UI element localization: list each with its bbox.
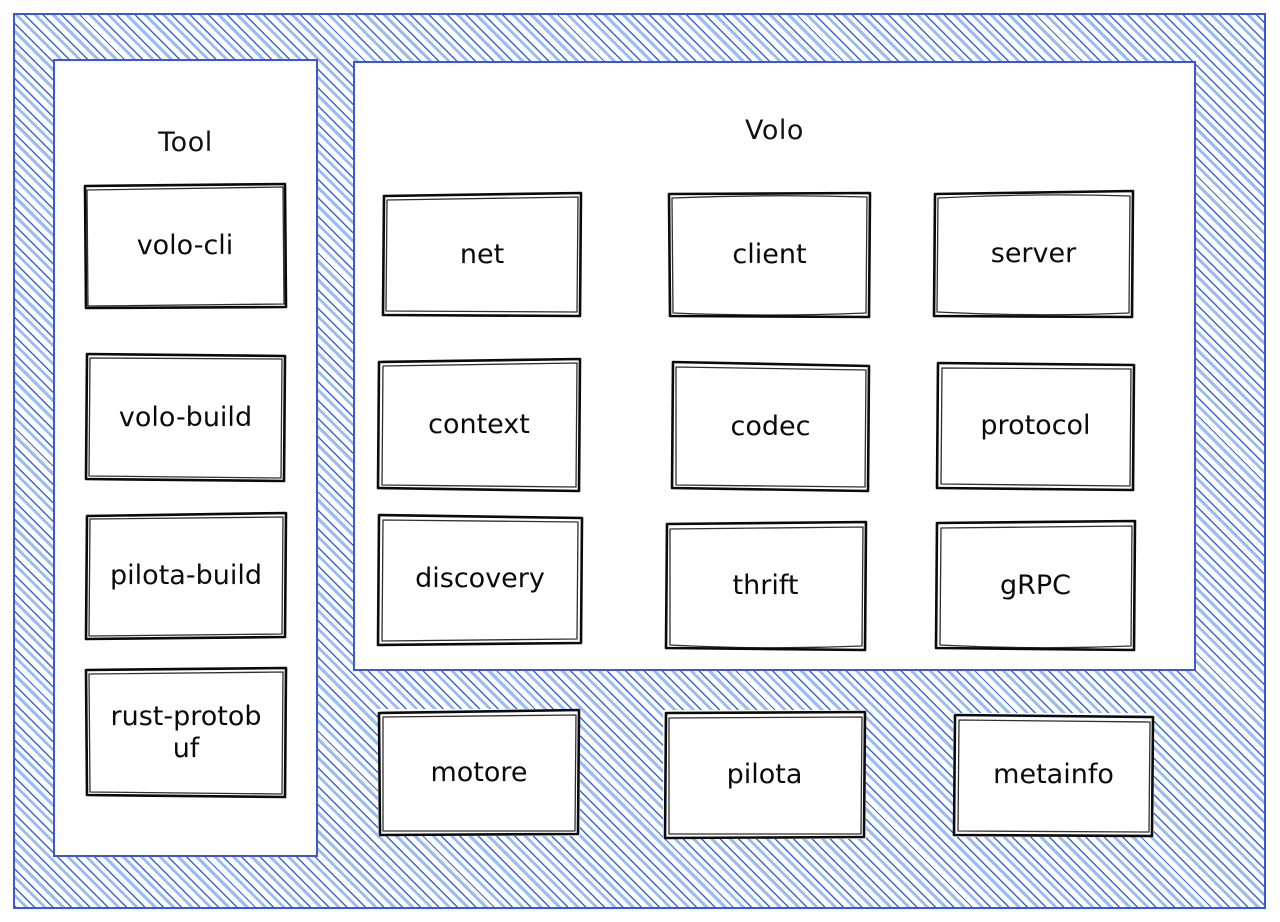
node-grpc[interactable]: gRPC <box>933 517 1138 654</box>
node-rust-protobuf-fill <box>85 667 287 799</box>
node-pilota-build[interactable]: pilota-build <box>83 510 289 642</box>
node-server[interactable]: server <box>931 188 1136 320</box>
node-volo-build-fill <box>85 352 286 483</box>
node-server-fill <box>933 190 1134 318</box>
node-pilota-build-fill <box>85 512 287 640</box>
node-server-outline <box>932 189 1135 319</box>
node-protocol-outline <box>935 361 1136 492</box>
node-motore[interactable]: motore <box>376 707 582 838</box>
node-thrift[interactable]: thrift <box>662 518 869 654</box>
node-grpc-label: gRPC <box>999 569 1072 601</box>
node-volo-build-outline <box>84 352 287 483</box>
node-metainfo-outline <box>952 713 1155 838</box>
node-net[interactable]: net <box>380 190 584 319</box>
node-server-label: server <box>990 238 1077 270</box>
node-context-fill <box>377 357 581 493</box>
node-volo-cli-outline <box>83 182 288 310</box>
node-client-fill <box>668 191 871 318</box>
node-grpc-fill <box>935 519 1136 652</box>
node-rust-protobuf-label: rust-protob uf <box>110 701 262 764</box>
node-discovery[interactable]: discovery <box>375 510 585 648</box>
node-pilota-fill <box>663 710 866 839</box>
node-volo-cli-fill <box>84 183 286 308</box>
node-net-fill <box>382 192 582 317</box>
node-pilota[interactable]: pilota <box>661 708 868 841</box>
node-context-outline <box>376 357 582 493</box>
node-client[interactable]: client <box>666 189 873 320</box>
panel-tool-title: Tool <box>158 127 213 158</box>
node-motore-outline <box>377 708 581 837</box>
node-volo-cli-label: volo-cli <box>136 229 234 261</box>
node-metainfo[interactable]: metainfo <box>951 711 1156 839</box>
node-volo-build-label: volo-build <box>118 401 253 433</box>
node-grpc-outline <box>934 519 1137 652</box>
node-codec-label: codec <box>730 410 811 442</box>
node-motore-fill <box>378 709 580 836</box>
node-protocol-label: protocol <box>980 410 1091 442</box>
node-context-label: context <box>428 409 530 441</box>
node-pilota-build-outline <box>84 511 288 641</box>
node-protocol[interactable]: protocol <box>934 358 1137 494</box>
node-thrift-fill <box>664 520 867 652</box>
node-discovery-label: discovery <box>415 563 545 595</box>
node-context[interactable]: context <box>375 355 583 495</box>
node-protocol-fill <box>936 360 1135 492</box>
node-motore-label: motore <box>430 756 528 788</box>
node-codec[interactable]: codec <box>668 358 873 495</box>
node-discovery-outline <box>376 513 584 647</box>
node-rust-protobuf[interactable]: rust-protob uf <box>83 665 289 801</box>
node-rust-protobuf-outline <box>84 666 288 799</box>
node-discovery-fill <box>377 512 583 646</box>
panel-volo-title: Volo <box>745 115 804 146</box>
node-net-outline <box>381 191 583 318</box>
node-volo-build[interactable]: volo-build <box>83 350 288 485</box>
node-codec-fill <box>670 360 871 493</box>
node-client-outline <box>667 191 872 319</box>
node-pilota-outline <box>663 710 867 840</box>
node-pilota-build-label: pilota-build <box>110 560 262 592</box>
node-thrift-label: thrift <box>732 570 799 602</box>
node-net-label: net <box>459 238 505 270</box>
node-volo-cli[interactable]: volo-cli <box>82 181 288 310</box>
node-metainfo-fill <box>953 713 1154 837</box>
node-client-label: client <box>732 238 807 270</box>
node-codec-outline <box>670 360 871 493</box>
node-pilota-label: pilota <box>726 758 803 790</box>
node-metainfo-label: metainfo <box>993 759 1114 791</box>
node-thrift-outline <box>664 520 868 652</box>
